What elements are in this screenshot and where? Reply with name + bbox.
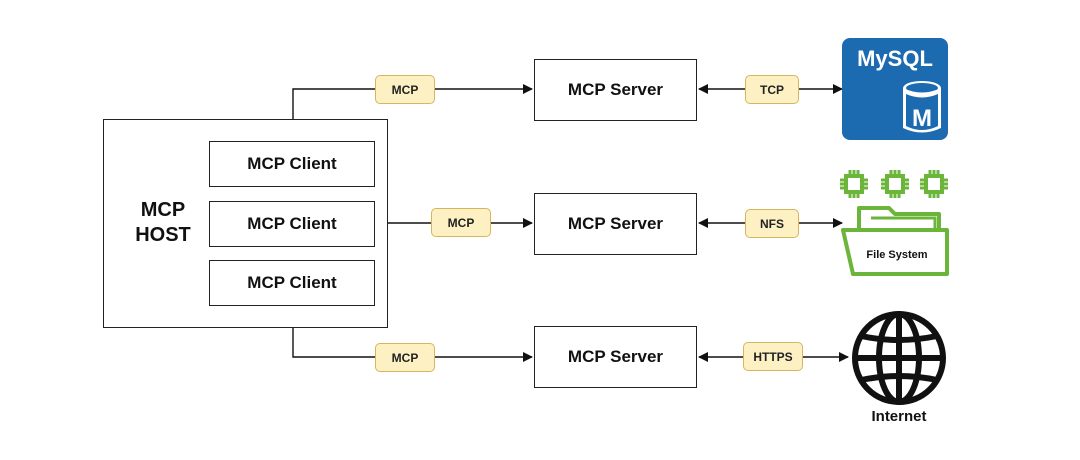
- protocol-tag-https: HTTPS: [743, 342, 803, 371]
- mcp-client-3: MCP Client: [209, 260, 375, 306]
- mysql-logo-letter: M: [912, 105, 932, 132]
- mysql-database-icon: MySQL M: [842, 38, 948, 140]
- globe-icon: [852, 311, 946, 405]
- mcp-server-1: MCP Server: [534, 59, 697, 121]
- internet-label: Internet: [871, 408, 927, 425]
- mcp-client-1: MCP Client: [209, 141, 375, 187]
- protocol-tag-nfs: NFS: [745, 209, 799, 238]
- protocol-tag-mcp-2: MCP: [431, 208, 491, 237]
- mysql-logo-text: MySQL: [857, 46, 933, 71]
- mcp-server-2: MCP Server: [534, 193, 697, 255]
- file-system-label: File System: [866, 249, 927, 261]
- file-system-icon: File System: [840, 170, 949, 276]
- host-title-line1: MCP: [140, 199, 186, 221]
- host-title-line2: HOST: [135, 224, 191, 246]
- protocol-tag-mcp-1: MCP: [375, 75, 435, 104]
- protocol-tag-mcp-3: MCP: [375, 343, 435, 372]
- protocol-tag-tcp: TCP: [745, 75, 799, 104]
- mcp-host-title: MCP HOST: [118, 198, 208, 248]
- mcp-client-2: MCP Client: [209, 201, 375, 247]
- mcp-server-3: MCP Server: [534, 326, 697, 388]
